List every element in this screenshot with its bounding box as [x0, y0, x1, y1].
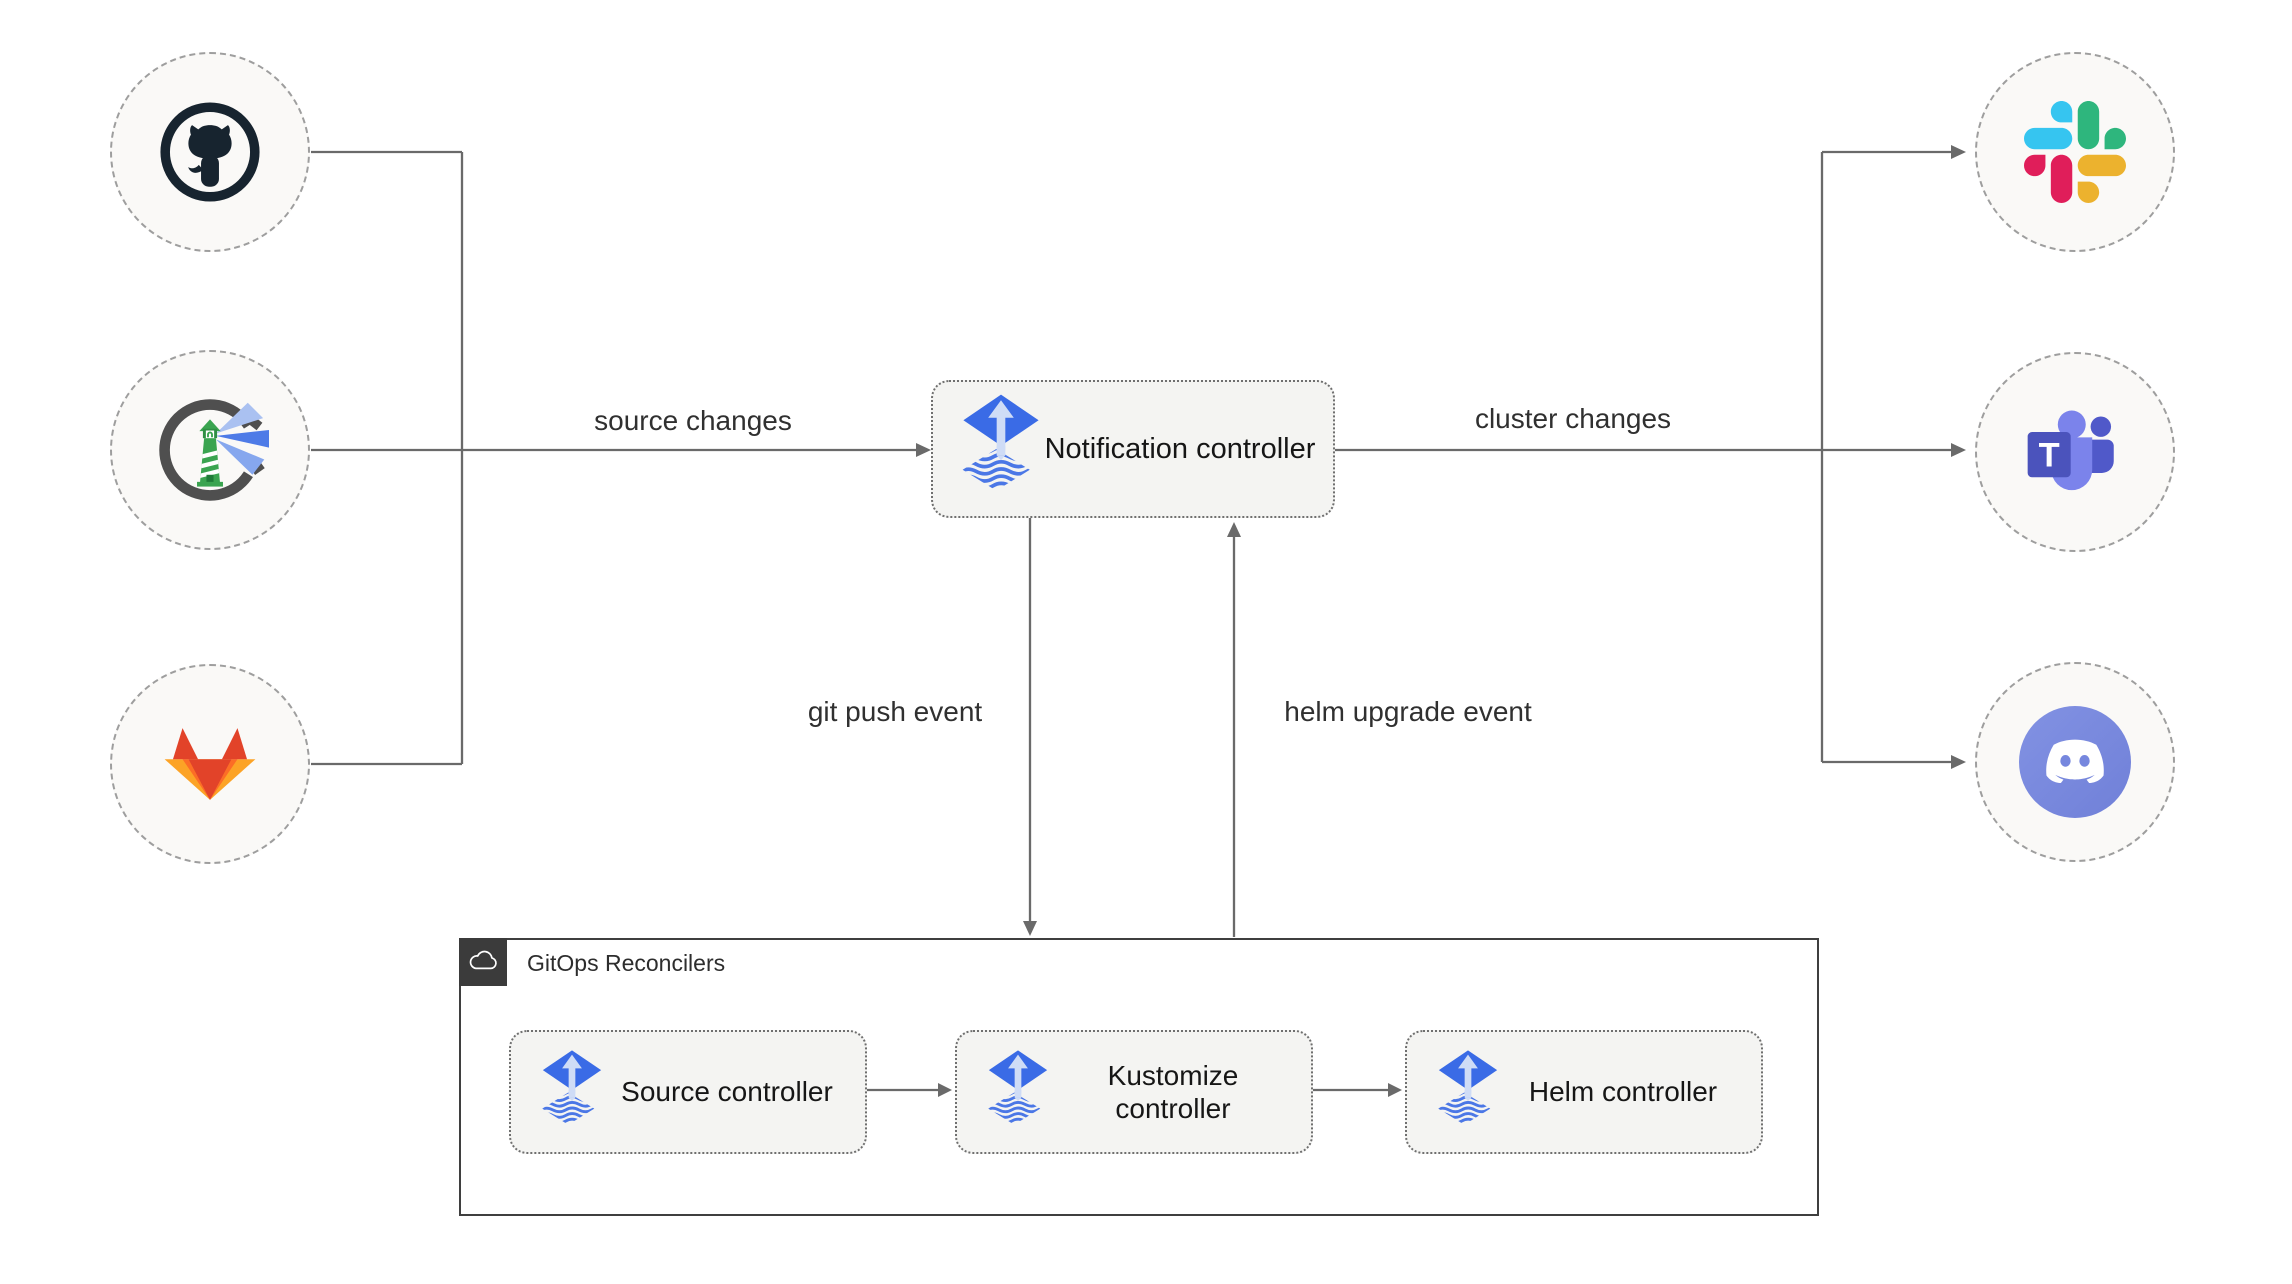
arrowhead-teams [1951, 443, 1966, 457]
github-icon [160, 102, 260, 202]
group-title: GitOps Reconcilers [527, 949, 726, 976]
harbor-icon [159, 399, 269, 501]
arrowhead-helm-upgrade [1227, 522, 1241, 537]
edge-label-source-changes: source changes [594, 405, 792, 436]
source-controller-label: Source controller [621, 1076, 833, 1108]
discord-icon [2019, 706, 2131, 818]
left-merge-lines [311, 150, 464, 766]
slack-icon [2024, 101, 2126, 203]
arrowhead-helm-in [1388, 1083, 1402, 1097]
gitops-reconcilers-group: GitOps Reconcilers Source controller Kus… [459, 938, 1819, 1216]
arrowhead-kustomize-in [938, 1083, 952, 1097]
node-slack [1975, 52, 2175, 252]
teams-icon: T [2027, 410, 2114, 490]
arrowhead-git-push [1023, 921, 1037, 936]
node-gitlab [110, 664, 310, 864]
node-notification-controller: Notification controller [931, 380, 1335, 518]
node-helm-controller: Helm controller [1405, 1030, 1763, 1154]
node-source-controller: Source controller [509, 1030, 867, 1154]
node-harbor [110, 350, 310, 550]
edge-label-git-push-event: git push event [807, 696, 983, 727]
notification-controller-label: Notification controller [1044, 432, 1316, 465]
node-kustomize-controller: Kustomize controller [955, 1030, 1313, 1154]
kustomize-controller-label: Kustomize controller [1107, 1059, 1239, 1124]
edge-label-cluster-changes: cluster changes [1474, 403, 1672, 434]
flux-icon [961, 393, 1041, 505]
node-github [110, 52, 310, 252]
group-badge [459, 938, 507, 986]
gitlab-icon [164, 728, 256, 800]
node-discord [1975, 662, 2175, 862]
helm-controller-label: Helm controller [1528, 1076, 1718, 1108]
arrowhead-notification-in [916, 443, 931, 457]
node-teams: T [1975, 352, 2175, 552]
teams-monogram: T [2039, 436, 2060, 474]
edge-label-helm-upgrade-event: helm upgrade event [1284, 696, 1532, 727]
cloud-icon [469, 950, 497, 970]
arrowhead-slack [1951, 145, 1966, 159]
arrowhead-discord [1951, 755, 1966, 769]
